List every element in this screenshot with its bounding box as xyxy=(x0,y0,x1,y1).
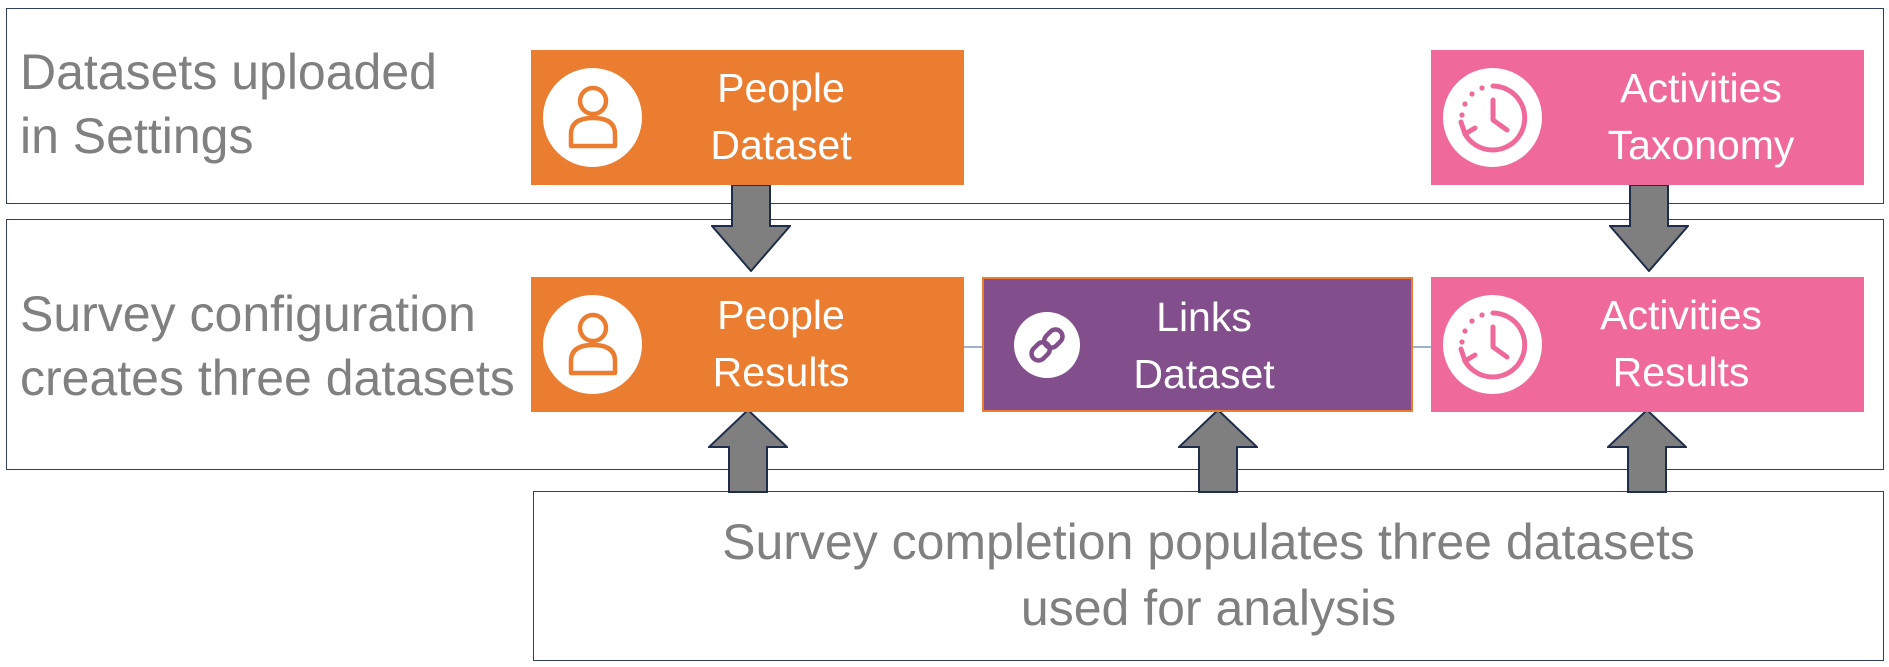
up-arrow xyxy=(708,409,788,493)
settings-band-label: Datasets uploaded in Settings xyxy=(20,44,437,164)
person-icon xyxy=(543,295,642,394)
people-results-box: People Results xyxy=(531,277,964,412)
people-dataset-label: People Dataset xyxy=(710,65,852,168)
up-arrow xyxy=(1178,409,1258,493)
activities-taxonomy-label: Activities Taxonomy xyxy=(1607,65,1795,168)
person-icon xyxy=(543,68,642,167)
links-dataset-box: Links Dataset xyxy=(982,277,1413,412)
activities-results-label: Activities Results xyxy=(1600,292,1762,395)
links-dataset-label: Links Dataset xyxy=(1133,294,1275,397)
up-arrow xyxy=(1607,409,1687,493)
clock-icon xyxy=(1443,68,1542,167)
link-icon xyxy=(1014,312,1080,378)
completion-band xyxy=(533,491,1884,661)
down-arrow xyxy=(1609,184,1689,272)
people-results-label: People Results xyxy=(712,292,850,395)
connector-line xyxy=(1413,346,1431,348)
people-dataset-box: People Dataset xyxy=(531,50,964,185)
down-arrow xyxy=(711,184,791,272)
completion-band-label: Survey completion populates three datase… xyxy=(722,514,1695,636)
clock-icon xyxy=(1443,295,1542,394)
configuration-band-label: Survey configuration creates three datas… xyxy=(20,286,515,406)
activities-results-box: Activities Results xyxy=(1431,277,1864,412)
connector-line xyxy=(964,346,982,348)
activities-taxonomy-box: Activities Taxonomy xyxy=(1431,50,1864,185)
